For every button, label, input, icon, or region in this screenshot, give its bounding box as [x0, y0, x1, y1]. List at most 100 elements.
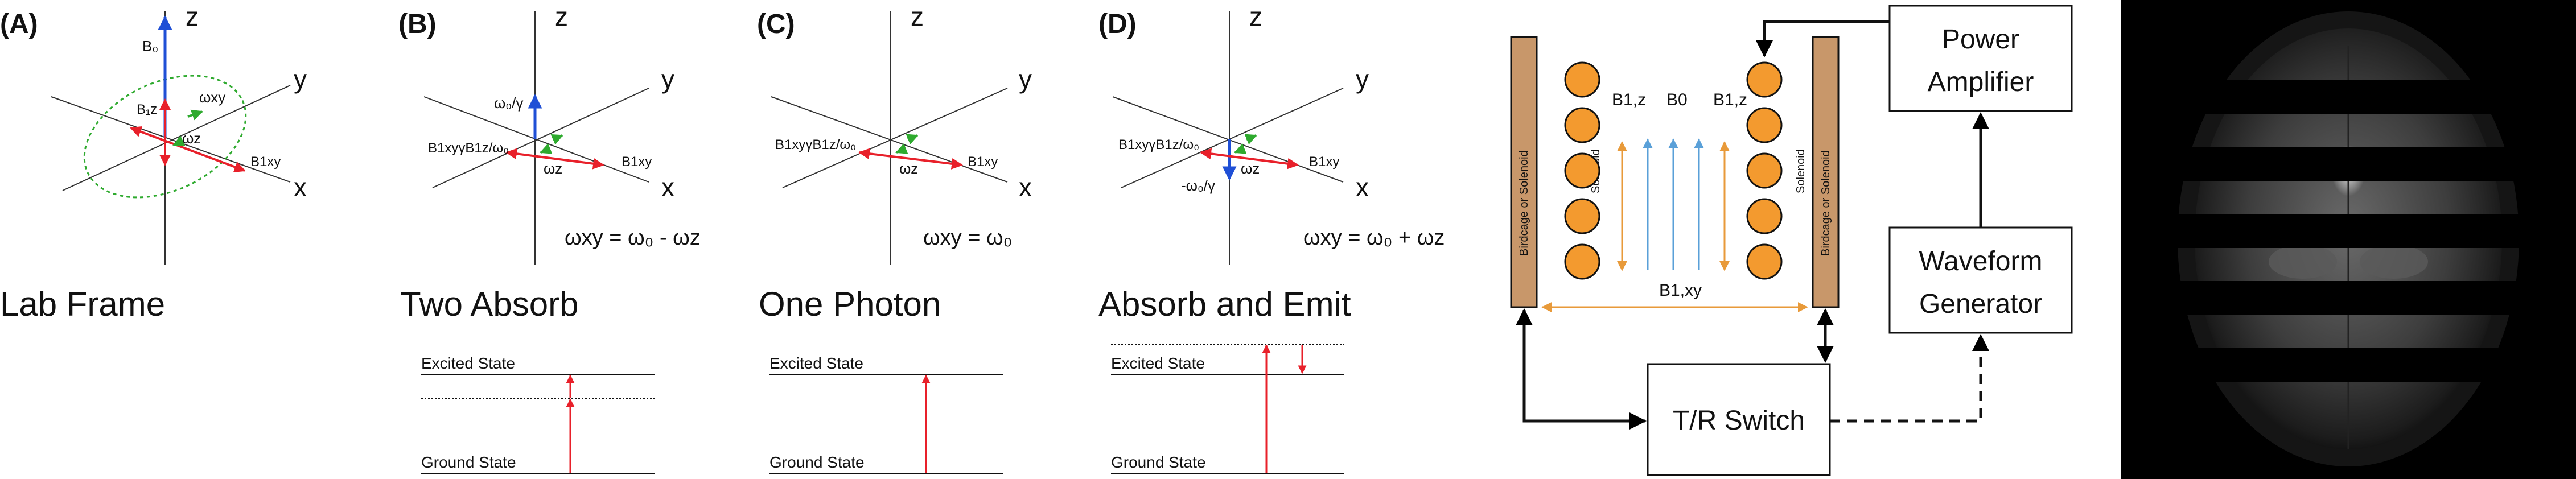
omega-z-arrow — [895, 143, 908, 154]
winding — [1746, 243, 1783, 280]
omega-z-label: ωz — [1241, 160, 1260, 177]
excited-state-label: Excited State — [1111, 354, 1205, 372]
power-amplifier-label-2: Amplifier — [1928, 67, 2034, 97]
winding — [1746, 198, 1783, 234]
winding — [1746, 152, 1783, 189]
power-amplifier-box — [1888, 5, 2073, 112]
b-eff-vector — [858, 148, 963, 170]
panel-c-caption: One Photon — [759, 285, 941, 323]
b1xy-label: B1xy — [250, 154, 281, 170]
b1xy-label: B1xy — [1309, 154, 1339, 170]
omega-z-label: ωz — [182, 130, 201, 147]
left-solenoid-windings — [1564, 61, 1600, 280]
tr-switch-box — [1647, 363, 1831, 476]
omega-z-label: ωz — [899, 160, 918, 177]
brain-mri-image — [2121, 0, 2576, 479]
ground-state-label: Ground State — [421, 453, 516, 471]
waveform-generator-label-1: Waveform — [1919, 246, 2043, 276]
saturation-band — [2121, 348, 2576, 382]
equation: ωxy = ω₀ - ωz — [565, 226, 701, 250]
y-axis — [432, 88, 649, 188]
ground-state-label: Ground State — [769, 453, 865, 471]
b1xy-label: B1,xy — [1659, 281, 1702, 300]
precession-ellipse — [83, 75, 247, 199]
winding — [1564, 152, 1600, 189]
left-coil-to-switch-connector — [1516, 308, 1647, 430]
right-solenoid-label: Solenoid — [1795, 149, 1807, 193]
switch-to-generator-connector — [1830, 334, 1989, 423]
saturation-band — [2121, 80, 2576, 114]
b-eff-label: B1xyγB1z/ω₀ — [775, 137, 856, 152]
panel-a: (A) z y x B₀ B₁z B1xy ωxy ωz Lab Frame — [0, 2, 307, 323]
panel-a-caption: Lab Frame — [0, 285, 165, 323]
x-axis-label: x — [1019, 172, 1032, 202]
b1z-label: B₁z — [137, 102, 157, 117]
neg-omega0-gamma-label: -ω₀/γ — [1181, 177, 1215, 194]
amp-to-coil-connector — [1756, 20, 1890, 57]
x-axis — [771, 96, 1008, 183]
waveform-generator-label-2: Generator — [1919, 289, 2042, 319]
equation: ωxy = ω₀ — [923, 226, 1012, 250]
winding — [1746, 61, 1783, 98]
winding — [1564, 107, 1600, 143]
b-eff-label: B1xyγB1z/ω₀ — [428, 141, 509, 156]
excited-state-label: Excited State — [769, 354, 863, 372]
winding — [1564, 198, 1600, 234]
omega-z-arrow — [540, 143, 553, 154]
y-axis-label: y — [294, 64, 307, 94]
b0-label: B0 — [1666, 90, 1688, 109]
b1z-right-label: B1,z — [1713, 90, 1747, 109]
y-axis-label: y — [661, 64, 674, 94]
panel-a-tag: (A) — [0, 9, 38, 39]
b-eff-label: B1xyγB1z/ω₀ — [1118, 137, 1199, 152]
omega-z-arrow — [172, 135, 186, 146]
b1z-left-label: B1,z — [1612, 90, 1646, 109]
right-solenoid-windings — [1746, 61, 1783, 280]
y-axis — [782, 88, 1008, 188]
panel-b: (B) z y x ω₀/γ B1xyγB1z/ω₀ B1xy ωz ωxy =… — [398, 2, 701, 474]
omega-z-label: ωz — [544, 160, 562, 177]
right-coil-label: Birdcage or Solenoid — [1820, 150, 1832, 256]
hardware-diagram: Birdcage or Solenoid Birdcage or Solenoi… — [1510, 5, 2073, 476]
panel-d: (D) z y x -ω₀/γ B1xyγB1z/ω₀ B1xy ωz ωxy … — [1098, 2, 1445, 474]
z-axis-label: z — [1249, 2, 1262, 31]
winding — [1746, 107, 1783, 143]
right-coil — [1812, 36, 1840, 308]
omega0-gamma-label: ω₀/γ — [494, 94, 523, 112]
panel-d-tag: (D) — [1098, 9, 1137, 39]
saturation-band — [2121, 147, 2576, 181]
panel-b-tag: (B) — [398, 9, 437, 39]
panel-d-caption: Absorb and Emit — [1098, 285, 1351, 323]
omega-z-arrow-2 — [550, 134, 563, 145]
omega-xy-label: ωxy — [199, 89, 225, 106]
b0-label: B₀ — [142, 38, 158, 55]
saturation-band — [2121, 214, 2576, 248]
b1xy-label: B1xy — [968, 154, 998, 170]
b-eff-vector — [505, 148, 604, 170]
tr-switch-label: T/R Switch — [1673, 406, 1805, 436]
winding — [1564, 243, 1600, 280]
ground-state-label: Ground State — [1111, 453, 1206, 471]
left-coil — [1510, 36, 1538, 308]
b-eff-vector — [1200, 148, 1299, 170]
mri-slice-icon — [2121, 0, 2576, 479]
omega-z-arrow-2 — [1244, 134, 1257, 145]
b1xy-vector — [130, 126, 246, 173]
winding — [1564, 61, 1600, 98]
y-axis — [1121, 88, 1344, 188]
waveform-generator-box — [1888, 226, 2073, 334]
z-axis-label: z — [186, 2, 199, 31]
panel-c-tag: (C) — [757, 9, 795, 39]
panel-b-caption: Two Absorb — [400, 285, 579, 323]
excited-state-label: Excited State — [421, 354, 515, 372]
y-axis-label: y — [1356, 64, 1369, 94]
x-axis-label: x — [1356, 172, 1369, 202]
omega-z-arrow-2 — [906, 134, 919, 145]
omega-xy-arrow — [187, 109, 203, 121]
x-axis-label: x — [661, 172, 674, 202]
omega-z-arrow — [1234, 143, 1247, 154]
y-axis-label: y — [1019, 64, 1032, 94]
saturation-band — [2121, 281, 2576, 315]
y-axis — [62, 85, 291, 191]
